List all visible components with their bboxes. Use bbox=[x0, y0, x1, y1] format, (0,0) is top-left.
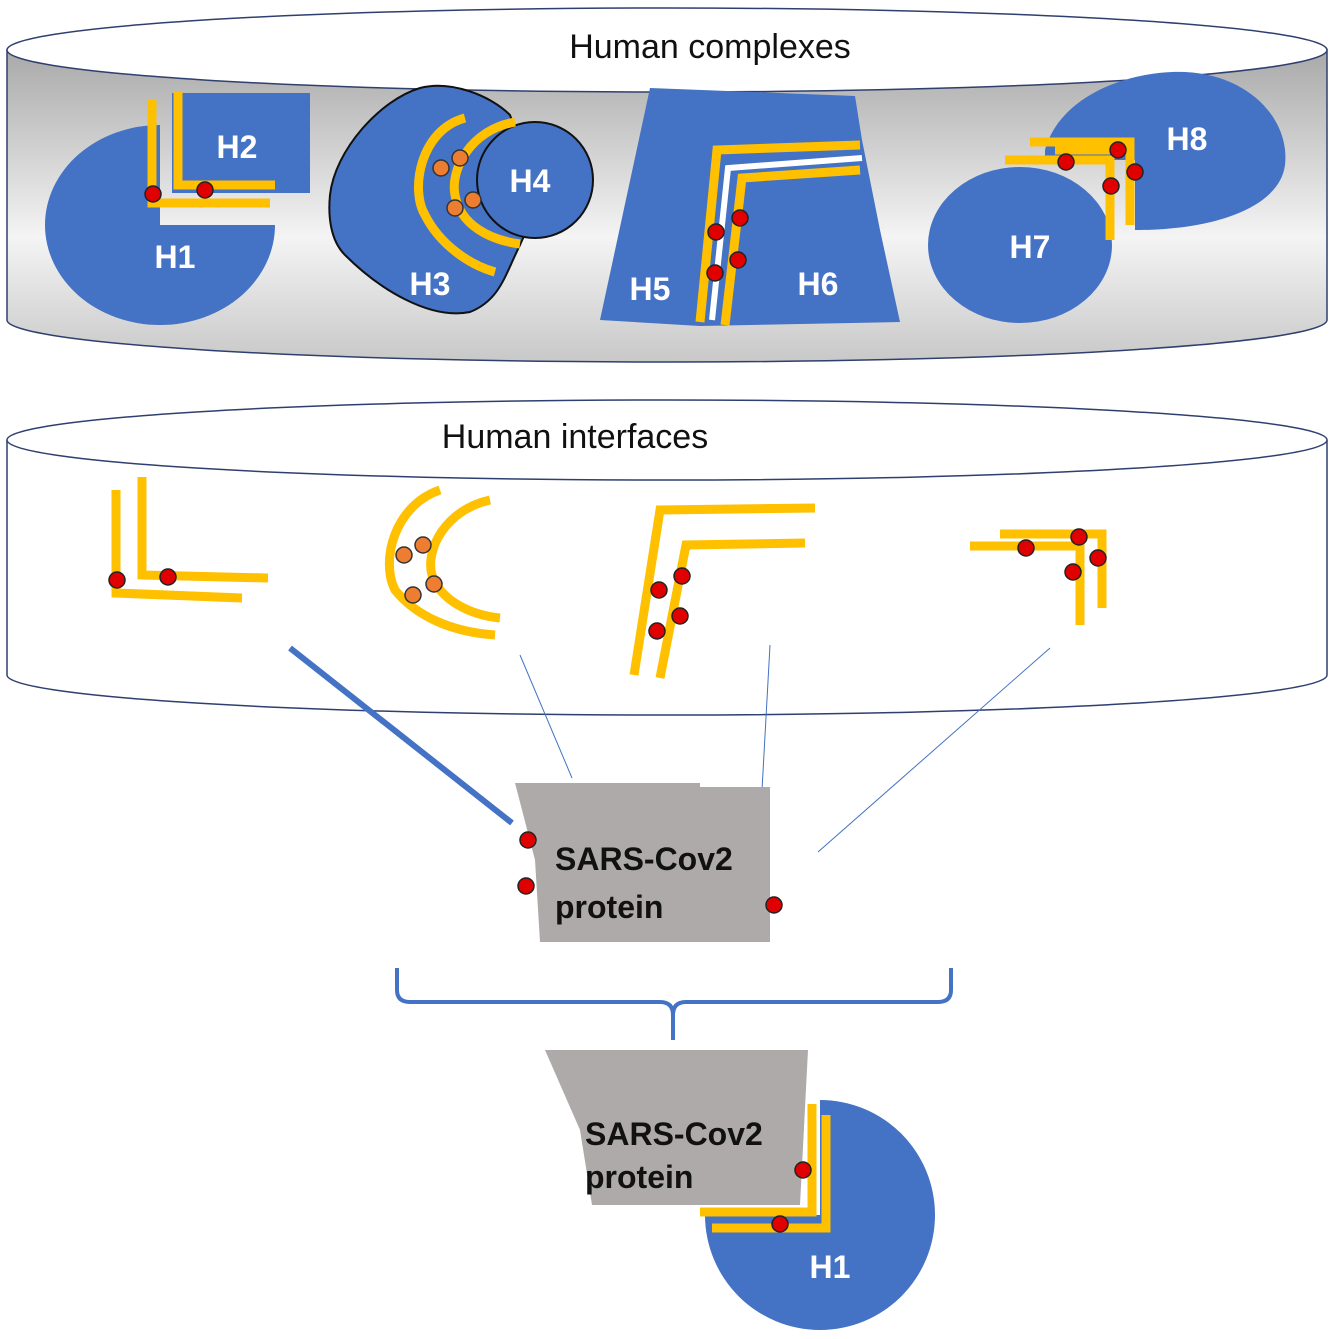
interface-1 bbox=[108, 477, 269, 603]
result-complex: SARS-Cov2 protein H1 bbox=[545, 1050, 935, 1330]
label-h2: H2 bbox=[217, 129, 258, 165]
interface-3 bbox=[629, 503, 816, 679]
complexes-title: Human complexes bbox=[569, 28, 851, 66]
label-h7: H7 bbox=[1010, 229, 1051, 265]
interfaces-title: Human interfaces bbox=[442, 418, 708, 456]
interfaces-cylinder: Human interfaces bbox=[6, 399, 1328, 716]
protein-h1 bbox=[45, 125, 275, 325]
viral-protein-name: SARS-Cov2 bbox=[555, 841, 733, 877]
result-protein-word: protein bbox=[585, 1159, 693, 1195]
complex-h5-h6: H5 H6 bbox=[600, 88, 900, 326]
label-h8: H8 bbox=[1167, 121, 1208, 157]
protein-h2 bbox=[172, 93, 310, 193]
interface-2 bbox=[384, 485, 501, 640]
label-h4: H4 bbox=[510, 163, 551, 199]
result-viral-protein bbox=[545, 1050, 808, 1205]
bracket bbox=[395, 968, 953, 1040]
label-h6: H6 bbox=[798, 266, 839, 302]
connector-lines bbox=[288, 644, 1051, 853]
result-protein-name: SARS-Cov2 bbox=[585, 1116, 763, 1152]
protein-h4 bbox=[476, 121, 594, 239]
protein-h8 bbox=[1045, 71, 1286, 231]
label-h1: H1 bbox=[155, 239, 196, 275]
viral-protein: SARS-Cov2 protein bbox=[515, 783, 783, 942]
result-label-h1: H1 bbox=[810, 1249, 851, 1285]
complex-h1-h2: H2 H1 bbox=[45, 92, 310, 325]
label-h5: H5 bbox=[630, 271, 671, 307]
label-h3: H3 bbox=[410, 266, 451, 302]
result-protein-h1 bbox=[705, 1100, 935, 1330]
viral-protein-word: protein bbox=[555, 889, 663, 925]
complex-h3-h4: H4 H3 bbox=[328, 84, 594, 315]
interface-4 bbox=[970, 528, 1107, 625]
complex-h7-h8: H8 H7 bbox=[928, 71, 1286, 323]
protein-h7 bbox=[928, 167, 1112, 323]
protein-h3 bbox=[328, 84, 542, 315]
